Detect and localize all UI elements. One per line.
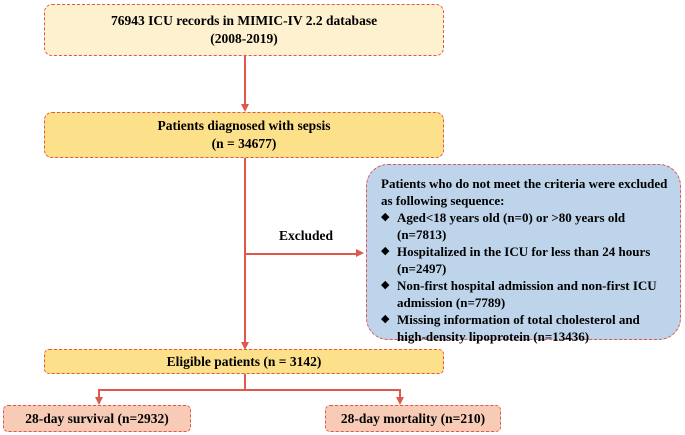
exclusion-item-count: admission (n=7789)	[397, 295, 506, 310]
exclusion-item-lipids: ◆ Missing information of total cholester…	[381, 311, 640, 345]
bullet-icon: ◆	[381, 313, 390, 325]
exclusion-item-count: (n=7813)	[397, 227, 447, 242]
exclusion-item-count: (n=2497)	[397, 261, 447, 276]
exclusion-item-count: high-density lipoprotein (n=13436)	[397, 329, 590, 344]
arrow-to-survival	[98, 389, 100, 399]
arrow-records-to-sepsis	[244, 56, 246, 106]
survival-box: 28-day survival (n=2932)	[3, 405, 191, 432]
records-box: 76943 ICU records in MIMIC-IV 2.2 databa…	[44, 4, 444, 56]
arrowhead-eligible	[240, 342, 249, 350]
exclusion-item-admission: ◆ Non-first hospital admission and non-f…	[381, 277, 657, 311]
split-stem	[244, 374, 246, 390]
records-title: 76943 ICU records in MIMIC-IV 2.2 databa…	[110, 13, 378, 28]
exclusion-item-text: Aged<18 years old (n=0) or >80 years old	[397, 210, 626, 225]
arrow-to-mortality	[399, 389, 401, 399]
records-years: (2008-2019)	[210, 31, 278, 46]
exclusion-box: Patients who do not meet the criteria we…	[366, 164, 681, 344]
exclusion-item-icu-stay: ◆ Hospitalized in the ICU for less than …	[381, 243, 650, 277]
arrowhead-exclusion	[356, 249, 364, 257]
arrow-sepsis-to-eligible	[244, 158, 246, 344]
split-horizontal	[98, 389, 400, 391]
bullet-icon: ◆	[381, 211, 390, 223]
eligible-text: Eligible patients (n = 3142)	[166, 353, 322, 369]
arrowhead-survival	[94, 397, 103, 405]
eligible-box: Eligible patients (n = 3142)	[44, 349, 444, 374]
arrowhead-mortality	[395, 397, 404, 405]
arrow-to-exclusion	[245, 253, 357, 255]
survival-text: 28-day survival (n=2932)	[25, 410, 169, 426]
bullet-icon: ◆	[381, 245, 390, 257]
mortality-text: 28-day mortality (n=210)	[340, 410, 486, 426]
sepsis-box: Patients diagnosed with sepsis (n = 3467…	[44, 112, 444, 158]
exclusion-heading: Patients who do not meet the criteria we…	[381, 176, 668, 208]
arrowhead-sepsis	[240, 104, 249, 112]
sepsis-title: Patients diagnosed with sepsis	[157, 118, 331, 133]
mortality-box: 28-day mortality (n=210)	[325, 405, 501, 432]
exclusion-item-text: Non-first hospital admission and non-fir…	[397, 278, 657, 293]
exclusion-item-text: Missing information of total cholesterol…	[397, 312, 640, 327]
excluded-label: Excluded	[279, 228, 334, 243]
exclusion-item-age: ◆ Aged<18 years old (n=0) or >80 years o…	[381, 209, 625, 243]
exclusion-item-text: Hospitalized in the ICU for less than 24…	[397, 244, 651, 259]
sepsis-count: (n = 34677)	[211, 136, 277, 151]
bullet-icon: ◆	[381, 279, 390, 291]
